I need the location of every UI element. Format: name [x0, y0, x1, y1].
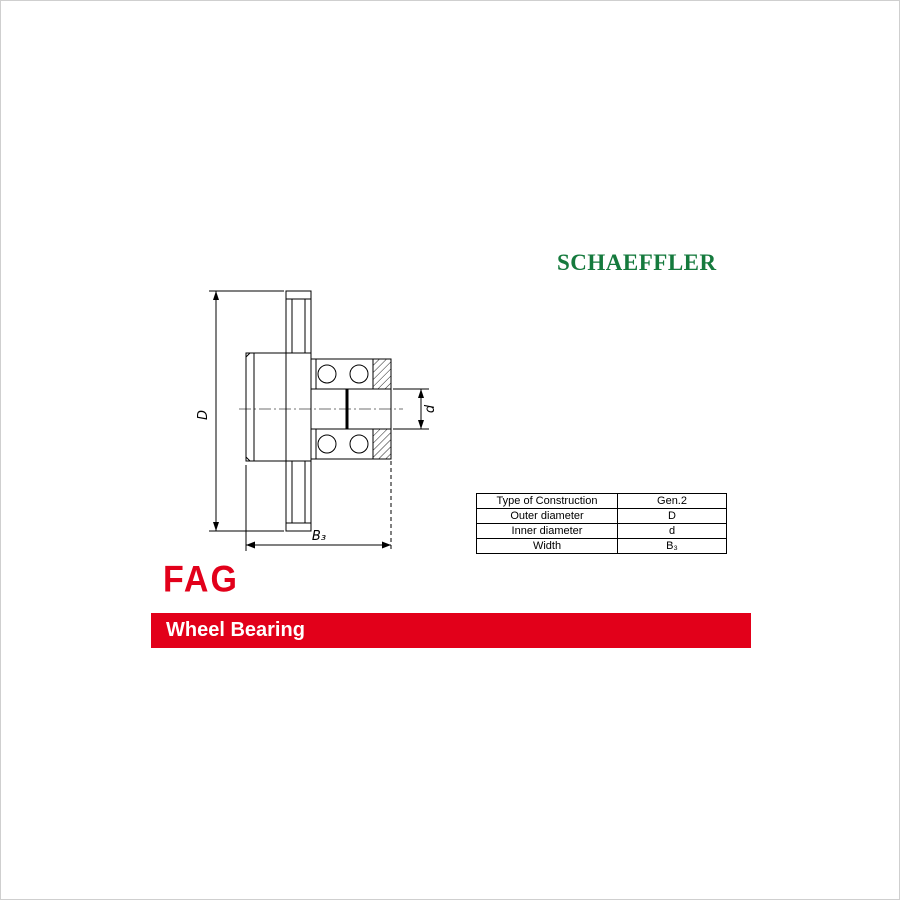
seal-bottom [372, 428, 392, 460]
spec-value: D [617, 508, 727, 524]
ball-top-right [349, 364, 369, 384]
product-banner: Wheel Bearing [151, 613, 751, 648]
table-row: Width B₃ [476, 538, 727, 554]
dimension-inner-diameter: d [393, 388, 438, 430]
dim-label-outer-diameter: D [196, 410, 211, 420]
flange-outline [285, 290, 312, 532]
spec-value: B₃ [617, 538, 727, 554]
spec-value: Gen.2 [617, 493, 727, 509]
spec-label: Outer diameter [476, 508, 618, 524]
ball-bottom-left [317, 434, 337, 454]
ball-bottom-right [349, 434, 369, 454]
spec-value: d [617, 523, 727, 539]
spec-label: Width [476, 538, 618, 554]
seal-top [372, 358, 392, 390]
hub-pilot [245, 352, 287, 462]
spec-table: Type of Construction Gen.2 Outer diamete… [476, 493, 727, 554]
dimension-width: B₃ [245, 461, 392, 551]
technical-drawing: D d B₃ [196, 290, 438, 551]
schaeffler-logo: SCHAEFFLER [557, 250, 717, 275]
spec-label: Type of Construction [476, 493, 618, 509]
dim-label-inner-diameter: d [423, 404, 438, 413]
dim-label-width: B₃ [312, 529, 326, 544]
table-row: Inner diameter d [476, 523, 727, 539]
bearing-unit [310, 358, 392, 460]
ball-top-left [317, 364, 337, 384]
banner-title: Wheel Bearing [166, 619, 305, 641]
dimension-outer-diameter: D [196, 290, 284, 532]
table-row: Outer diameter D [476, 508, 727, 524]
spec-label: Inner diameter [476, 523, 618, 539]
table-row: Type of Construction Gen.2 [476, 493, 727, 509]
fag-logo: FAG [163, 559, 239, 601]
